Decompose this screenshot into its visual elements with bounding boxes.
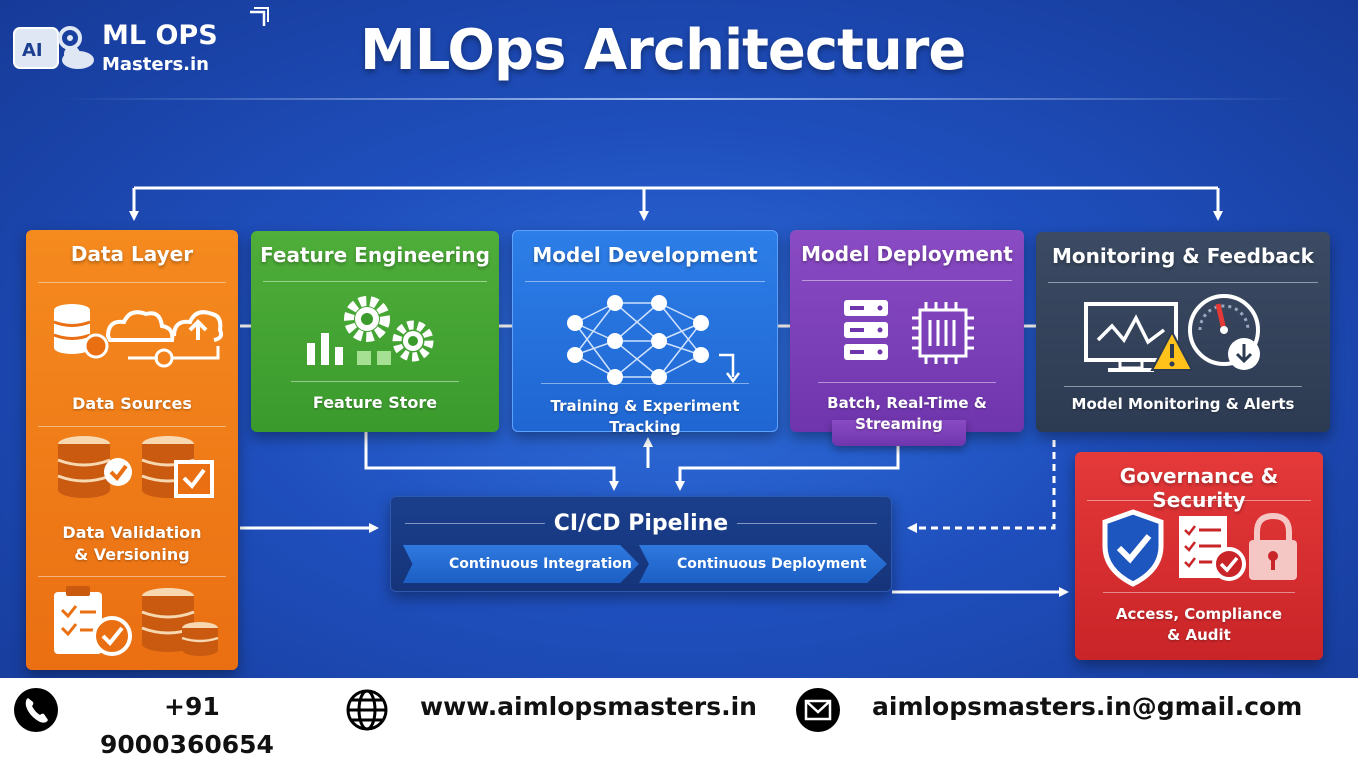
gauge-icon (1188, 294, 1260, 366)
monitoring-card: Monitoring & Feedback (1036, 232, 1330, 432)
monitoring-title: Monitoring & Feedback (1052, 244, 1314, 268)
check-icon (92, 616, 132, 656)
logo-mark: AI (13, 26, 94, 69)
database-icon (53, 304, 91, 354)
top-feedback-loop (129, 186, 1223, 221)
feature-engineering-title: Feature Engineering (260, 243, 490, 267)
phone-number[interactable]: 9000360654 (100, 730, 274, 759)
card-divider (1087, 500, 1311, 501)
phone-country-code[interactable]: +91 (164, 692, 220, 721)
checklist-icons (54, 586, 219, 656)
logo-badge: AI (22, 40, 43, 61)
phone-icon (14, 688, 58, 732)
sync-icon (154, 348, 174, 368)
diagram-background: AI ML OPS Masters.in MLOps Architecture (0, 0, 1358, 678)
checklist-icon (54, 586, 102, 654)
card-divider (38, 576, 226, 577)
model-development-title: Model Development (532, 243, 758, 267)
model-development-card: Model Development Training & Experiment … (512, 230, 778, 436)
deployment-icons (844, 300, 974, 364)
data-layer-title: Data Layer (70, 242, 194, 266)
card-divider (525, 281, 765, 282)
card-divider (263, 281, 487, 282)
server-icon (844, 300, 888, 360)
data-validation-label: Data Validation (62, 523, 202, 542)
gear-icon (344, 296, 390, 342)
monitoring-alerts-label: Model Monitoring & Alerts (1071, 395, 1295, 413)
data-sources-label: Data Sources (72, 394, 192, 413)
check-icon (1212, 547, 1246, 581)
deployment-label-line-1: Batch, Real-Time & (827, 394, 987, 412)
globe-icon (345, 688, 389, 732)
feature-engineering-card: Feature Engineering Feature Store (251, 231, 499, 432)
card-divider (405, 523, 545, 524)
cloud-icon (105, 310, 175, 342)
data-validation-icons (57, 436, 214, 498)
continuous-deployment-stage: Continuous Deployment (639, 545, 887, 583)
contact-footer: +91 9000360654 www.aimlopsmasters.in aim… (0, 678, 1358, 764)
training-tracking-label: Training & Experiment Tracking (550, 397, 740, 436)
database-icon (57, 436, 111, 498)
check-icon (104, 458, 132, 486)
deployment-label-line-2: Streaming (855, 415, 943, 433)
monitoring-icons (1084, 294, 1260, 372)
website-link[interactable]: www.aimlopsmasters.in (420, 692, 757, 721)
checkbox-icon (174, 460, 214, 498)
card-divider (38, 282, 226, 283)
governance-label-line-2: & Audit (1167, 626, 1231, 644)
model-deployment-card-tab: Streaming (832, 415, 966, 446)
card-divider (1064, 386, 1302, 387)
card-divider (818, 382, 996, 383)
lock-icon (1249, 512, 1297, 580)
database-icon (141, 588, 219, 656)
model-deployment-card: Model Deployment Batch, Real-Time & (790, 230, 1024, 432)
governance-card: Governance & Security Access, Complianc (1075, 452, 1323, 660)
email-link[interactable]: aimlopsmasters.in@gmail.com (872, 692, 1303, 721)
location-icon (83, 333, 109, 359)
card-divider (1048, 282, 1318, 283)
card-divider (1103, 592, 1295, 593)
data-versioning-label: & Versioning (74, 545, 190, 564)
card-divider (802, 280, 1012, 281)
logo: AI ML OPS Masters.in (10, 6, 270, 86)
data-layer-card: Data Layer Data Sources (26, 230, 238, 670)
data-sources-icons (53, 304, 224, 368)
card-divider (737, 523, 877, 524)
to-cicd-arrows (240, 432, 1069, 597)
cicd-title: CI/CD Pipeline (553, 511, 729, 536)
cloud-upload-icon (172, 310, 224, 342)
warning-icon (1150, 329, 1194, 371)
feature-icons (307, 296, 434, 365)
card-divider (291, 381, 459, 382)
governance-title: Governance & Security (1119, 464, 1279, 512)
mail-icon (796, 688, 840, 732)
neural-network-icon (567, 295, 740, 385)
governance-icons (1102, 509, 1297, 587)
governance-label-line-1: Access, Compliance (1115, 605, 1283, 623)
title-divider (60, 98, 1300, 100)
feature-store-label: Feature Store (312, 393, 438, 412)
card-divider (38, 426, 226, 427)
logo-arrow-icon (250, 7, 269, 26)
cicd-pipeline-card: CI/CD Pipeline Continuous Integration Co… (390, 496, 892, 592)
download-icon (1228, 338, 1260, 370)
logo-main: ML OPS (102, 20, 218, 51)
logo-sub: Masters.in (102, 54, 209, 75)
chip-icon (912, 302, 974, 364)
continuous-integration-stage: Continuous Integration (403, 545, 639, 583)
bar-chart-icon (307, 333, 391, 365)
checklist-icon (1179, 516, 1227, 578)
shield-icon (1102, 509, 1164, 587)
gear-icon (392, 320, 434, 362)
connectors (129, 186, 1223, 597)
model-deployment-title: Model Deployment (801, 242, 1013, 266)
page-title: MLOps Architecture (360, 18, 966, 83)
monitor-icon (1084, 302, 1178, 372)
card-divider (541, 383, 749, 384)
